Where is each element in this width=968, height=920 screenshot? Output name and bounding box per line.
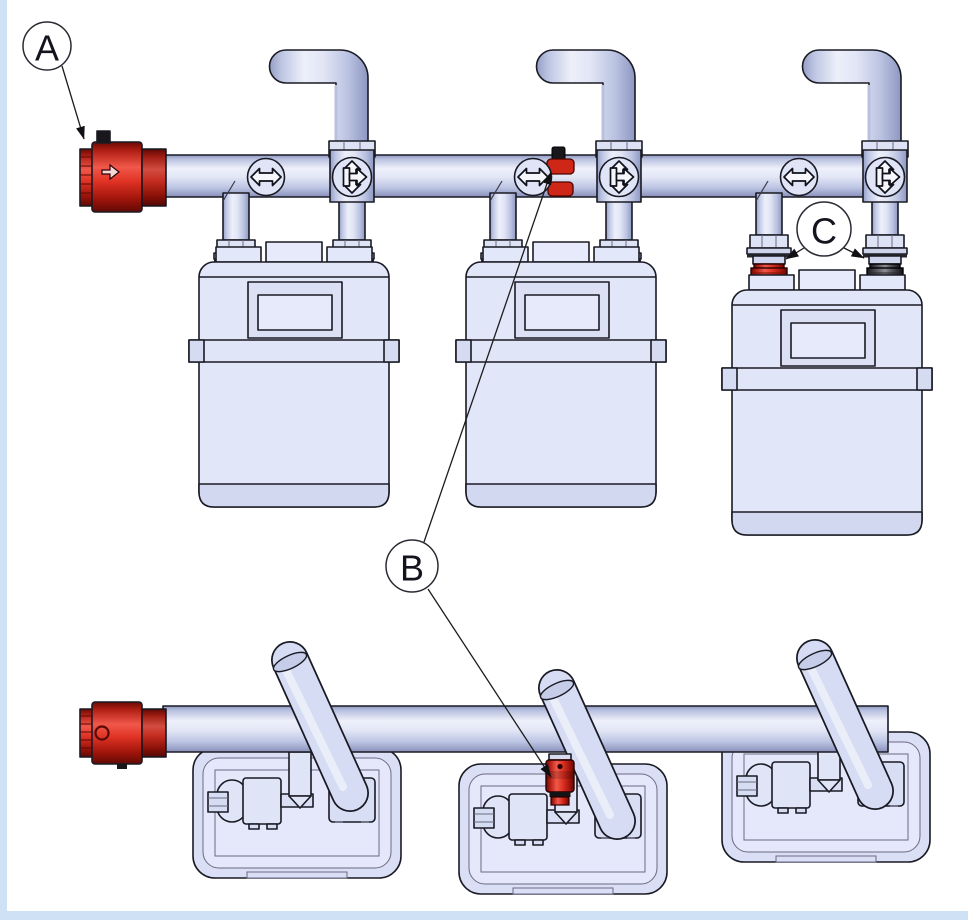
page-edge-left (0, 0, 7, 920)
cap-ring-mark (94, 725, 110, 741)
gas-meter-3 (721, 289, 933, 536)
callout-b-circle (385, 539, 439, 593)
callout-b-label: B (400, 548, 424, 589)
flow-direction-icon (246, 157, 286, 197)
inlet-connector-front (79, 130, 167, 213)
inlet-connector-plan (79, 701, 167, 769)
inlet-knob (96, 130, 111, 144)
manifold-pipe-plan (162, 705, 889, 753)
callout-c-label: C (811, 211, 837, 252)
front-view (79, 48, 933, 536)
flow-valve-icon (331, 156, 373, 198)
gas-meter-2 (455, 261, 667, 508)
leader-c-left (785, 247, 805, 260)
callout-c-circle (796, 201, 852, 257)
flow-valve-icon (864, 156, 906, 198)
callout-a-label: A (35, 28, 59, 69)
plan-view (79, 647, 931, 895)
leader-c-right (843, 247, 865, 259)
flow-direction-icon (513, 157, 553, 197)
leader-b-bottom (427, 588, 552, 778)
flow-direction-icon (779, 157, 819, 197)
flow-valve-icon (598, 156, 640, 198)
test-point-tap (546, 146, 575, 197)
page-edge-bottom (0, 911, 968, 920)
gas-meter-1 (188, 261, 400, 508)
mounting-plate-1 (192, 747, 402, 879)
leader-a (61, 65, 85, 140)
leader-b-top (423, 171, 552, 543)
callouts: A B C (22, 21, 865, 778)
flow-arrow-icon (101, 163, 120, 181)
callout-a-circle (22, 21, 72, 71)
